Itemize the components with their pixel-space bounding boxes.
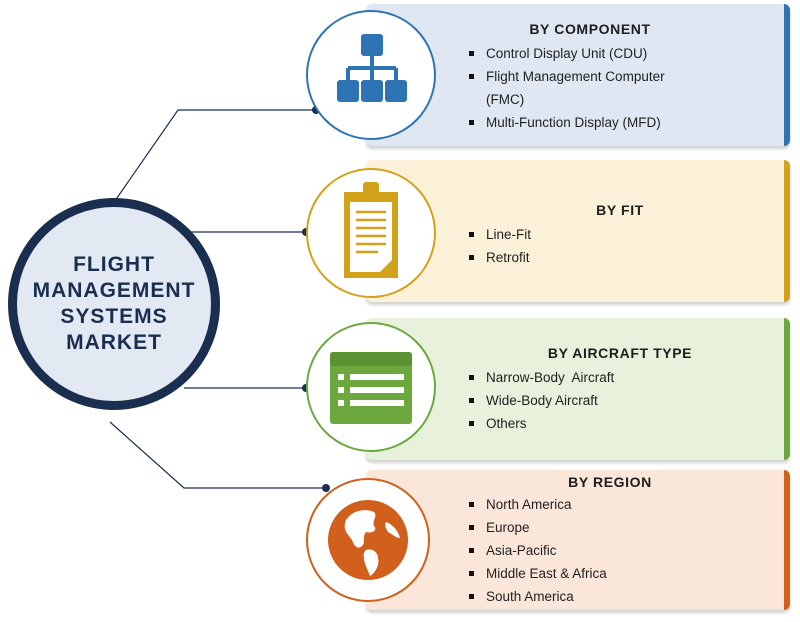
segment-card-region: BY REGION North America Europe Asia-Paci… [366, 470, 790, 610]
list-item: Control Display Unit (CDU) [466, 42, 665, 65]
segment-card-aircraft-type: BY AIRCRAFT TYPE Narrow-Body Aircraft Wi… [366, 318, 790, 460]
segment-title: BY COMPONENT [529, 21, 651, 37]
segment-items: North America Europe Asia-Pacific Middle… [466, 493, 607, 608]
list-item: Wide-Body Aircraft [466, 389, 614, 412]
segment-title: BY FIT [596, 202, 644, 218]
list-item: Flight Management Computer [466, 65, 665, 88]
list-item: Europe [466, 516, 607, 539]
list-item: Asia-Pacific [466, 539, 607, 562]
list-item: Line-Fit [466, 223, 531, 246]
component-icon-circle [306, 10, 436, 140]
list-item: North America [466, 493, 607, 516]
segment-title: BY AIRCRAFT TYPE [547, 345, 693, 361]
connector-dot-region [322, 484, 330, 492]
org-chart-icon [337, 34, 407, 102]
segment-title: BY REGION [568, 474, 652, 490]
list-item: Others [466, 412, 614, 435]
center-title-line: FLIGHT [73, 253, 155, 276]
center-title-line: SYSTEMS [60, 305, 168, 328]
segment-items: Narrow-Body Aircraft Wide-Body Aircraft … [466, 366, 614, 435]
list-window-icon [330, 352, 412, 424]
center-title: FLIGHT MANAGEMENT SYSTEMS MARKET [33, 252, 196, 356]
list-item-continuation: (FMC) [486, 92, 525, 107]
center-title-line: MARKET [66, 331, 162, 354]
segment-card-fit: BY FIT Line-Fit Retrofit [366, 160, 790, 302]
center-topic-circle: FLIGHT MANAGEMENT SYSTEMS MARKET [8, 198, 220, 410]
fit-icon-circle [306, 168, 436, 298]
list-item: Narrow-Body Aircraft [466, 366, 614, 389]
list-item: South America [466, 585, 607, 608]
globe-icon [328, 500, 408, 580]
center-title-line: MANAGEMENT [32, 279, 196, 302]
connector-component [109, 109, 316, 209]
region-icon-circle [306, 478, 430, 602]
segment-card-component: BY COMPONENT Control Display Unit (CDU) … [366, 4, 790, 146]
connector-region [109, 421, 326, 489]
aircraft-type-icon-circle [306, 322, 436, 452]
list-item: Retrofit [466, 246, 531, 269]
clipboard-icon [344, 182, 398, 278]
list-item: Multi-Function Display (MFD) [466, 111, 665, 134]
list-item: Middle East & Africa [466, 562, 607, 585]
segment-items: Control Display Unit (CDU) Flight Manage… [466, 42, 665, 134]
segment-items: Line-Fit Retrofit [466, 223, 531, 269]
